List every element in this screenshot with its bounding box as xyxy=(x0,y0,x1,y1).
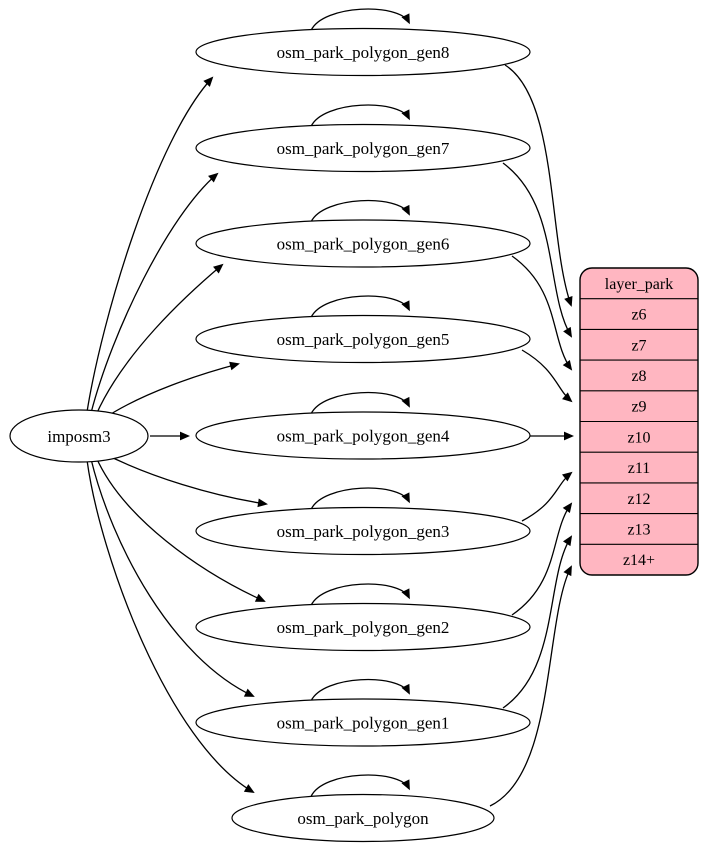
node-label: osm_park_polygon_gen6 xyxy=(277,235,450,254)
table-header: layer_park xyxy=(605,276,673,293)
edge-osm_park_polygon_gen3-to-layer_park-z11 xyxy=(521,471,573,522)
edge-osm_park_polygon_gen6-to-layer_park-z8 xyxy=(511,255,573,371)
node-ellipse xyxy=(195,123,531,173)
self-loop-osm_park_polygon_gen7 xyxy=(310,104,410,127)
edge-imposm3-to-osm_park_polygon_gen8 xyxy=(86,76,214,413)
edge-imposm3-to-osm_park_polygon_gen2 xyxy=(95,456,266,602)
table-row-z6: z6 xyxy=(631,307,646,324)
node-label: osm_park_polygon_gen3 xyxy=(277,522,450,541)
node-label: osm_park_polygon_gen1 xyxy=(277,714,450,733)
node-osm_park_polygon_gen2: osm_park_polygon_gen2 xyxy=(195,602,531,652)
nodes-layer: imposm3 osm_park_polygon_gen8 osm_park_pol… xyxy=(9,27,531,843)
table-layer: layer_park z6 z7 z8 z9 z10 z11 z12 z13 z14+ xyxy=(579,267,699,576)
node-label: osm_park_polygon_gen5 xyxy=(277,330,450,349)
edge-imposm3-to-osm_park_polygon_gen1 xyxy=(90,458,255,697)
node-osm_park_polygon_gen6: osm_park_polygon_gen6 xyxy=(195,219,531,268)
node-osm_park_polygon_gen8: osm_park_polygon_gen8 xyxy=(195,27,531,77)
edge-imposm3-to-osm_park_polygon xyxy=(86,459,255,794)
node-osm_park_polygon_gen5: osm_park_polygon_gen5 xyxy=(195,314,531,364)
edge-osm_park_polygon_gen8-to-layer_park-z6 xyxy=(504,64,573,307)
edge-imposm3-to-osm_park_polygon_gen6 xyxy=(95,263,224,416)
node-label: osm_park_polygon_gen4 xyxy=(277,427,450,446)
self-loop-osm_park_polygon_gen3 xyxy=(310,487,410,510)
table-row-z9: z9 xyxy=(631,399,646,416)
self-loop-osm_park_polygon_gen6 xyxy=(310,199,410,223)
table-row-z8: z8 xyxy=(631,368,646,385)
node-ellipse xyxy=(195,314,531,364)
table-row-z13: z13 xyxy=(627,521,650,538)
self-loop-osm_park_polygon_gen8 xyxy=(310,8,410,31)
node-osm_park_polygon_gen1: osm_park_polygon_gen1 xyxy=(195,698,531,747)
node-osm_park_polygon_gen3: osm_park_polygon_gen3 xyxy=(195,506,531,556)
node-osm_park_polygon_gen4: osm_park_polygon_gen4 xyxy=(195,411,531,460)
table-row-z11: z11 xyxy=(628,460,651,477)
node-osm_park_polygon_gen7: osm_park_polygon_gen7 xyxy=(195,123,531,173)
edge-imposm3-to-osm_park_polygon_gen7 xyxy=(90,172,219,414)
edge-osm_park_polygon-to-layer_park-z14+ xyxy=(489,565,572,807)
table-row-z7: z7 xyxy=(631,337,646,354)
node-label: osm_park_polygon_gen2 xyxy=(277,618,450,637)
edge-osm_park_polygon_gen5-to-layer_park-z9 xyxy=(521,349,573,403)
self-loop-osm_park_polygon_gen1 xyxy=(310,678,410,702)
node-label: osm_park_polygon xyxy=(297,809,429,828)
node-ellipse xyxy=(9,409,149,463)
edge-osm_park_polygon_gen1-to-layer_park-z13 xyxy=(502,535,573,709)
self-loop-osm_park_polygon_gen4 xyxy=(310,391,410,415)
edge-imposm3-to-osm_park_polygon_gen5 xyxy=(102,361,240,420)
self-loop-osm_park_polygon_gen5 xyxy=(310,295,410,318)
node-layer_park: layer_park z6 z7 z8 z9 z10 z11 z12 z13 z14+ xyxy=(579,267,699,576)
node-osm_park_polygon: osm_park_polygon xyxy=(231,793,495,843)
node-ellipse xyxy=(195,27,531,77)
node-label: osm_park_polygon_gen7 xyxy=(277,139,450,158)
node-ellipse xyxy=(195,506,531,556)
node-imposm3: imposm3 xyxy=(9,409,149,463)
edge-osm_park_polygon_gen2-to-layer_park-z12 xyxy=(511,502,573,616)
edge-osm_park_polygon_gen7-to-layer_park-z7 xyxy=(502,162,573,338)
self-loop-osm_park_polygon_gen2 xyxy=(310,583,410,606)
edges-layer xyxy=(86,8,574,807)
node-label: imposm3 xyxy=(47,427,110,446)
node-ellipse xyxy=(231,793,495,843)
table-row-z12: z12 xyxy=(627,491,650,508)
table-row-z10: z10 xyxy=(627,429,650,446)
node-ellipse xyxy=(195,602,531,652)
self-loop-osm_park_polygon xyxy=(310,774,410,797)
node-ellipse xyxy=(195,219,531,268)
table-row-z14+: z14+ xyxy=(623,552,655,569)
node-label: osm_park_polygon_gen8 xyxy=(277,43,450,62)
node-ellipse xyxy=(195,698,531,747)
node-ellipse xyxy=(195,411,531,460)
edge-imposm3-to-osm_park_polygon_gen3 xyxy=(102,452,268,508)
